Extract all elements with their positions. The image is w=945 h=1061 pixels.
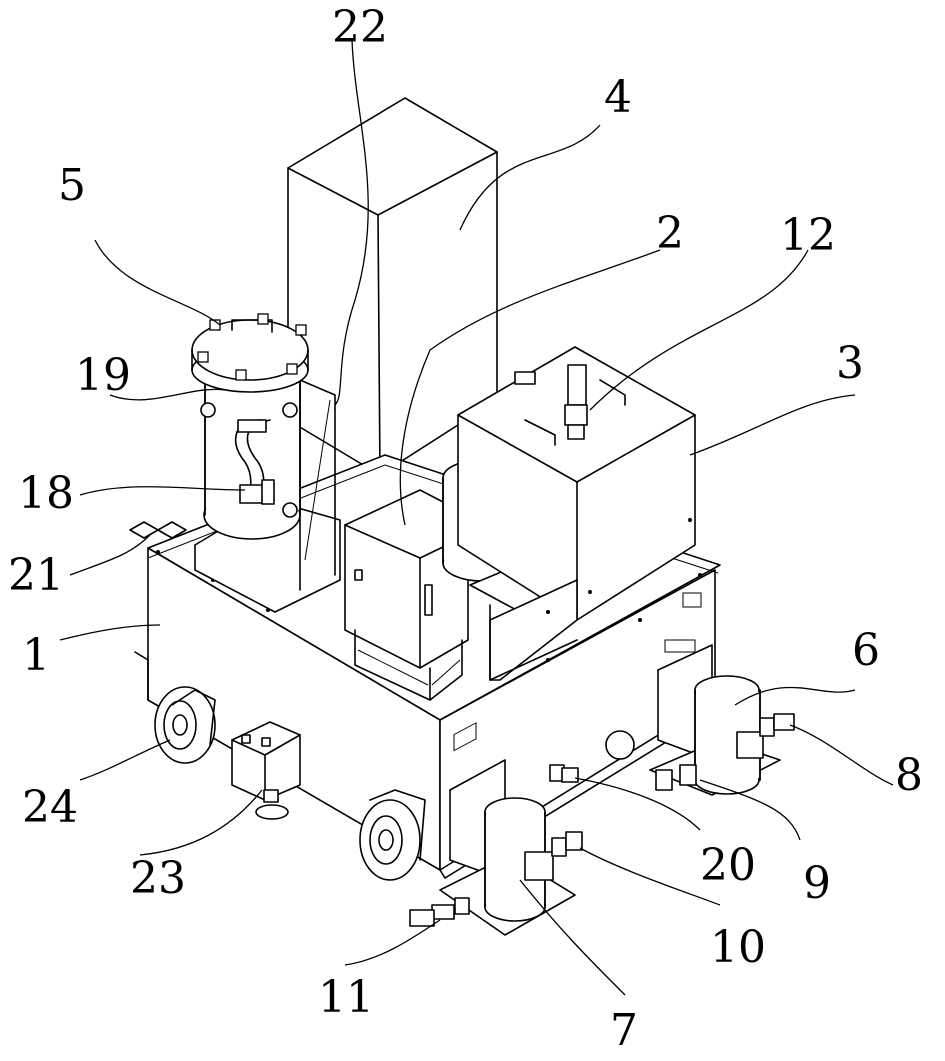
pump-7 <box>409 759 583 936</box>
leader-4 <box>459 124 601 231</box>
foot-23 <box>231 721 301 820</box>
leader-lines <box>59 39 894 996</box>
wheel-24 <box>154 686 216 764</box>
label-20: 20 <box>700 840 756 891</box>
label-21: 21 <box>8 550 64 601</box>
leader-11 <box>344 919 441 966</box>
label-12: 12 <box>780 210 836 261</box>
label-2: 2 <box>656 208 684 259</box>
leader-7 <box>519 879 626 996</box>
label-8: 8 <box>895 750 923 801</box>
leader-3 <box>689 394 856 456</box>
reference-numerals: 22 4 2 12 3 5 19 18 21 1 24 23 6 8 9 20 … <box>8 2 923 1056</box>
leader-22 <box>334 39 369 406</box>
leader-2 <box>399 249 661 526</box>
label-19: 19 <box>75 350 131 401</box>
leader-20 <box>574 777 701 831</box>
label-3: 3 <box>836 338 864 389</box>
label-4: 4 <box>604 72 632 123</box>
leader-12 <box>589 249 809 411</box>
label-10: 10 <box>710 922 766 973</box>
filter-tank-5 <box>191 313 341 613</box>
label-5: 5 <box>58 160 86 211</box>
wheel-rear <box>359 789 426 881</box>
label-24: 24 <box>22 782 78 833</box>
leader-24 <box>79 739 171 781</box>
leader-1 <box>59 624 161 641</box>
pump-6 <box>649 644 795 796</box>
label-23: 23 <box>130 853 186 904</box>
label-18: 18 <box>18 468 74 519</box>
label-11: 11 <box>318 972 374 1023</box>
leader-8 <box>789 724 894 786</box>
leader-5 <box>94 239 221 326</box>
leader-6 <box>734 686 856 706</box>
label-1: 1 <box>22 630 50 681</box>
wheel-right <box>605 730 635 760</box>
label-9: 9 <box>803 858 831 909</box>
leader-19 <box>109 388 226 401</box>
leader-10 <box>579 847 721 906</box>
tank-box-3 <box>457 346 696 681</box>
leader-18 <box>79 486 246 496</box>
leader-9 <box>699 779 801 841</box>
leader-23 <box>139 789 263 856</box>
label-7: 7 <box>610 1005 638 1056</box>
label-6: 6 <box>852 625 880 676</box>
label-22: 22 <box>332 2 388 53</box>
leader-21 <box>69 534 151 576</box>
